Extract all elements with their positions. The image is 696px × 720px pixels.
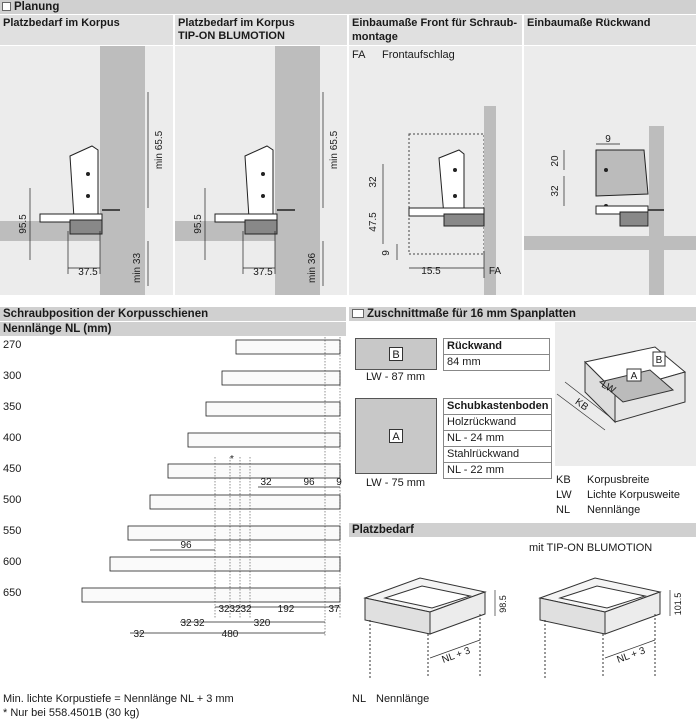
col2-dim-bottom: min 36 (307, 253, 318, 283)
footer-nl-val: Nennlänge (376, 693, 430, 705)
star-mark: * (230, 454, 234, 465)
schraub-subheader: Nennlänge NL (mm) (0, 322, 346, 336)
col1-dim-depth: 37.5 (78, 267, 98, 278)
planung-header: Planung (0, 0, 696, 14)
cut-a-table: Schubkastenboden Holzrückwand NL - 24 mm… (442, 398, 553, 479)
col1-dim-top: min 65.5 (154, 130, 165, 169)
platzbedarf-header: Platzbedarf (349, 523, 696, 537)
nl-600: 600 (3, 556, 22, 568)
nl-270: 270 (3, 339, 22, 351)
col1-drawing: 95.5 min 65.5 37.5 min 33 (0, 46, 165, 295)
dimb3-0: 32 (133, 629, 145, 640)
nl-500: 500 (3, 494, 22, 506)
dim550: 96 (180, 540, 192, 551)
legend-kb-key: KB (556, 474, 571, 486)
col3-subtitle: montage (352, 31, 398, 43)
cut-b-letter: B (389, 347, 403, 361)
platzbedarf-right-caption: mit TIP-ON BLUMOTION (529, 542, 653, 554)
platz-left-drawing: 98.5 NL + 3 (363, 577, 508, 678)
cut-a-row0: Holzrückwand (442, 414, 553, 431)
col3-dim-d: 15.5 (421, 266, 441, 277)
planung-title: Planung (14, 1, 60, 13)
legend-lw-key: LW (556, 489, 572, 501)
footer-nl-key: NL (352, 693, 367, 705)
cut-a-row2: Stahlrückwand (442, 446, 553, 463)
cut-a-dim: LW - 75 mm (366, 477, 426, 489)
dimb3-1: 480 (222, 629, 239, 640)
cut-a-head: Schubkastenboden (442, 398, 553, 415)
schraub-header: Schraubposition der Korpusschienen (0, 307, 346, 321)
col2-subtitle: TIP-ON BLUMOTION (178, 30, 285, 42)
col1-title: Platzbedarf im Korpus (3, 17, 120, 29)
fa-legend-key: FA (352, 49, 366, 61)
zuschnitt-header: Zuschnittmaße für 16 mm Spanplatten (349, 307, 696, 321)
legend-nl-val: Nennlänge (587, 504, 641, 516)
nl-350: 350 (3, 401, 22, 413)
dimb1-2: 32 (240, 604, 252, 615)
footer-line1: Min. lichte Korpustiefe = Nennlänge NL +… (3, 693, 234, 705)
col2-dim-depth: 37.5 (253, 267, 273, 278)
col4-dim-b: 32 (550, 185, 561, 197)
platzbedarf-title: Platzbedarf (352, 524, 414, 536)
nl-650: 650 (3, 587, 22, 599)
col2-dim-height: 95.5 (193, 214, 204, 234)
col3-title: Einbaumaße Front für Schraub- (352, 17, 518, 29)
legend-nl-key: NL (556, 504, 571, 516)
legend-lw-val: Lichte Korpusweite (587, 489, 680, 501)
col4-dim-top: 9 (605, 134, 611, 145)
dim450-0: 32 (260, 477, 272, 488)
nl-400: 400 (3, 432, 22, 444)
cut-b-box: B (355, 338, 437, 370)
platz-left-h: 98.5 (498, 595, 508, 613)
cut-b-dim: LW - 87 mm (366, 371, 426, 383)
cut-a-row1: NL - 24 mm (442, 430, 553, 447)
col3-drawing: 32 47.5 9 15.5 FA (368, 106, 502, 295)
dimb1-0: 32 (218, 604, 230, 615)
iso-a: A (631, 371, 638, 382)
planung-icon (2, 2, 11, 11)
dimb1-4: 37 (328, 604, 340, 615)
zuschnitt-icon (352, 309, 364, 318)
col4-title: Einbaumaße Rückwand (527, 17, 651, 29)
nl-300: 300 (3, 370, 22, 382)
col2-dim-top: min 65.5 (329, 130, 340, 169)
cut-a-row3: NL - 22 mm (442, 462, 553, 479)
col2-title: Platzbedarf im Korpus (178, 17, 295, 29)
cut-b-head: Rückwand (443, 338, 550, 355)
zuschnitt-title: Zuschnittmaße für 16 mm Spanplatten (367, 308, 576, 320)
cut-a-letter: A (389, 429, 403, 443)
dimb2-1: 32 (193, 618, 205, 629)
dimb2-0: 32 (180, 618, 192, 629)
col3-dim-fa: FA (489, 266, 502, 277)
fa-legend-value: Frontaufschlag (382, 49, 455, 61)
platz-right-drawing: 101.5 NL + 3 (538, 577, 683, 678)
cut-a-box: A (355, 398, 437, 474)
dimb1-3: 192 (278, 604, 295, 615)
iso-b: B (656, 355, 663, 366)
cut-b-val: 84 mm (443, 354, 550, 371)
schraub-title: Schraubposition der Korpusschienen (3, 308, 209, 320)
col1-dim-bottom: min 33 (132, 253, 143, 283)
col3-dim-a: 32 (368, 176, 379, 188)
col2-drawing: 95.5 min 65.5 37.5 min 36 (175, 46, 340, 295)
footer-line2: * Nur bei 558.4501B (30 kg) (3, 707, 140, 719)
col3-dim-c: 9 (381, 250, 392, 256)
nl-550: 550 (3, 525, 22, 537)
platz-right-h: 101.5 (673, 593, 683, 616)
dim450-2: 9 (336, 477, 342, 488)
dimb2-2: 320 (254, 618, 271, 629)
col3-dim-b: 47.5 (368, 212, 379, 232)
col4-drawing: 9 20 32 (524, 126, 696, 295)
cut-b-table: Rückwand 84 mm (443, 338, 550, 371)
col1-dim-height: 95.5 (18, 214, 29, 234)
dimb1-1: 32 (229, 604, 241, 615)
schraub-subtitle: Nennlänge NL (mm) (3, 323, 112, 335)
dim450-1: 96 (303, 477, 315, 488)
col4-dim-a: 20 (550, 155, 561, 167)
rail-drawing: * 32 96 9 96 32 32 32 192 37 32 32 320 3… (81, 337, 342, 640)
iso-drawer-drawing: A B LW KB (555, 322, 696, 466)
legend-kb-val: Korpusbreite (587, 474, 650, 486)
nl-450: 450 (3, 463, 22, 475)
